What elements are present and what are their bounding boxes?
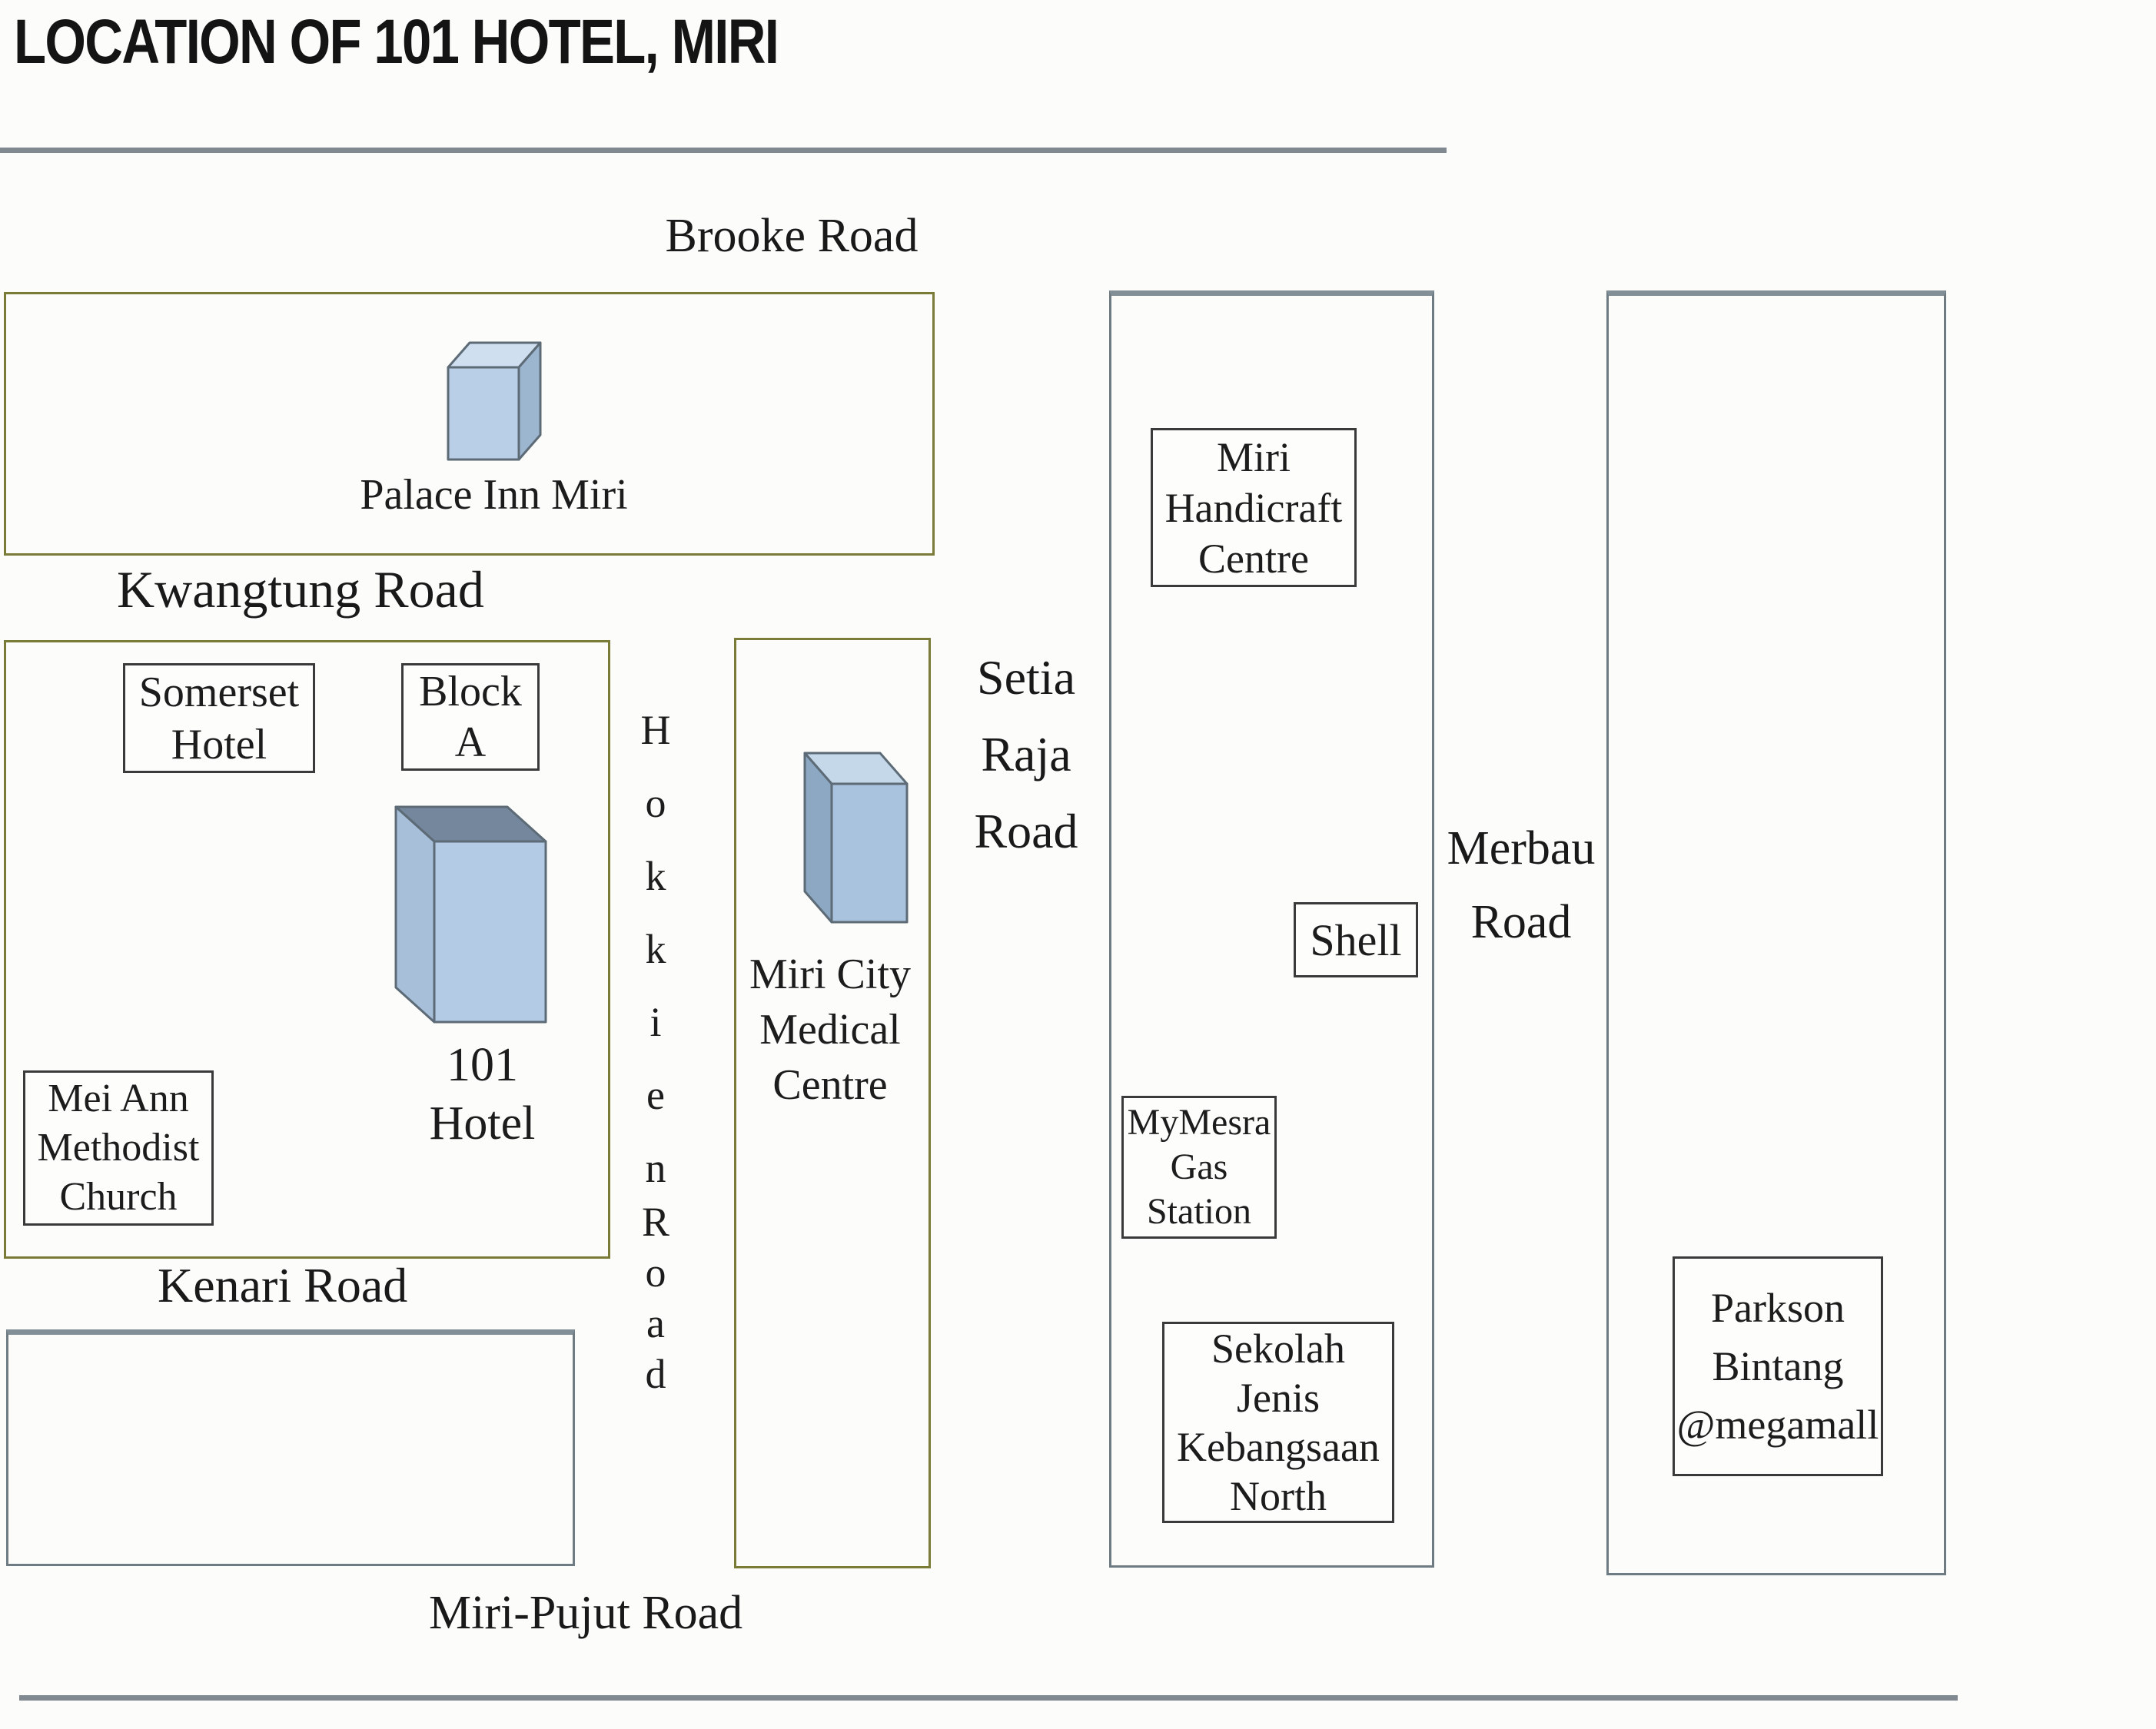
miri-pujut-road-line <box>19 1695 1958 1701</box>
mei-ann-line1: Mei Ann <box>48 1077 189 1120</box>
medical-centre-line3: Centre <box>772 1061 888 1109</box>
road-label-setia-raja: Setia Raja Road <box>949 639 1103 870</box>
medical-centre-caption: Miri City Medical Centre <box>730 947 930 1113</box>
hotel-101-caption: 101 Hotel <box>404 1036 561 1153</box>
setia-raja-line2: Raja <box>981 727 1071 782</box>
medical-centre-line2: Medical <box>759 1006 901 1054</box>
medical-centre-line1: Miri City <box>749 951 912 998</box>
handicraft-line2: Handicraft <box>1164 484 1343 531</box>
mymesra-line2: Gas <box>1170 1147 1228 1187</box>
shell-box: Shell <box>1294 902 1418 977</box>
merbau-line1: Merbau <box>1447 822 1596 874</box>
city-block-medical-centre <box>734 638 931 1568</box>
city-block-palace-inn <box>4 292 935 556</box>
road-label-miri-pujut: Miri-Pujut Road <box>429 1587 743 1639</box>
sekolah-line1: Sekolah <box>1211 1326 1345 1372</box>
setia-raja-line1: Setia <box>977 650 1075 705</box>
page-title: LOCATION OF 101 HOTEL, MIRI <box>14 7 779 77</box>
hotel-101-caption-line2: Hotel <box>429 1097 536 1150</box>
somerset-hotel-line1: Somerset <box>138 668 300 716</box>
road-label-merbau: Merbau Road <box>1436 811 1606 959</box>
block-a-box: Block A <box>401 663 540 771</box>
handicraft-line3: Centre <box>1198 535 1309 582</box>
road-label-kwangtung: Kwangtung Road <box>117 560 484 619</box>
handicraft-line1: Miri <box>1216 433 1291 480</box>
city-block-middle-right <box>1109 290 1434 1568</box>
city-block-bottom-left <box>6 1329 575 1566</box>
mei-ann-line3: Church <box>59 1175 178 1219</box>
sekolah-box: Sekolah Jenis Kebangsaan North <box>1162 1322 1394 1523</box>
medical-centre-building-icon <box>803 752 909 924</box>
palace-inn-building-icon <box>447 341 542 461</box>
mei-ann-church-box: Mei Ann Methodist Church <box>23 1070 214 1226</box>
merbau-line2: Road <box>1470 896 1572 948</box>
palace-inn-caption: Palace Inn Miri <box>360 471 628 519</box>
mymesra-line3: Station <box>1146 1191 1251 1232</box>
parkson-line2: Bintang <box>1712 1343 1844 1389</box>
block-a-line2: A <box>454 718 487 766</box>
somerset-hotel-box: Somerset Hotel <box>123 663 315 773</box>
sekolah-line2: Jenis <box>1237 1375 1320 1421</box>
mymesra-line1: MyMesra <box>1127 1102 1271 1143</box>
hotel-101-caption-line1: 101 <box>447 1039 518 1091</box>
mei-ann-line2: Methodist <box>37 1126 200 1170</box>
brooke-road-line <box>0 148 1447 153</box>
parkson-line1: Parkson <box>1711 1285 1845 1331</box>
hotel-101-building-icon <box>394 805 547 1024</box>
road-label-kenari: Kenari Road <box>158 1258 408 1313</box>
city-block-101-hotel <box>4 640 610 1259</box>
block-a-line1: Block <box>419 668 522 715</box>
setia-raja-line3: Road <box>974 804 1078 858</box>
sekolah-line3: Kebangsaan <box>1177 1424 1380 1470</box>
mymesra-gas-station-box: MyMesra Gas Station <box>1121 1096 1277 1239</box>
shell-label: Shell <box>1310 914 1402 965</box>
parkson-line3: @megamall <box>1676 1402 1879 1448</box>
sekolah-line4: North <box>1230 1473 1327 1519</box>
somerset-hotel-line2: Hotel <box>171 720 267 768</box>
handicraft-centre-box: Miri Handicraft Centre <box>1151 428 1357 587</box>
road-label-brooke: Brooke Road <box>665 210 919 262</box>
parkson-box: Parkson Bintang @megamall <box>1673 1256 1883 1476</box>
city-block-right <box>1606 290 1946 1575</box>
